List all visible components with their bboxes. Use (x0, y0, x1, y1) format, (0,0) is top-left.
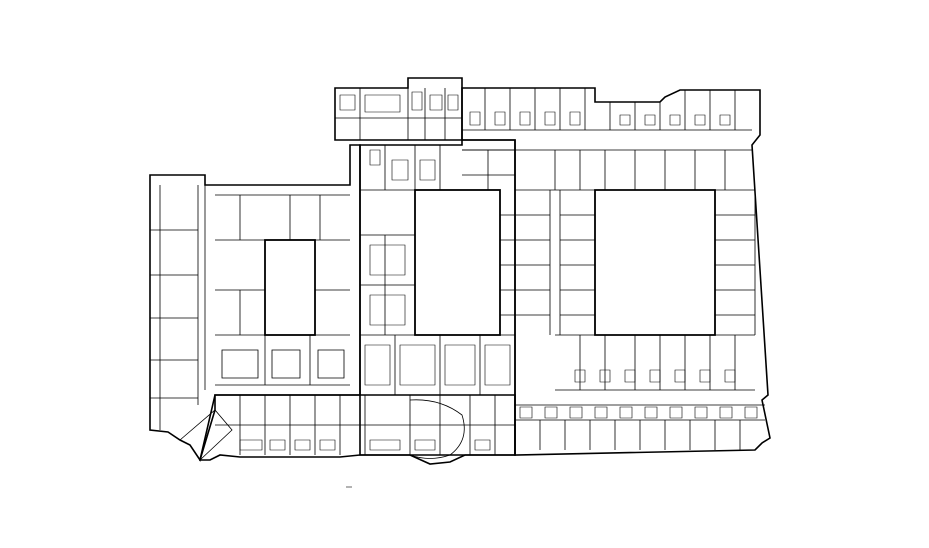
west-light-well (264, 239, 316, 336)
north-projection (334, 77, 463, 141)
west-office-wing (149, 144, 361, 462)
central-courtyard (414, 189, 501, 336)
south-office-band (179, 394, 765, 465)
east-courtyard (594, 189, 716, 336)
